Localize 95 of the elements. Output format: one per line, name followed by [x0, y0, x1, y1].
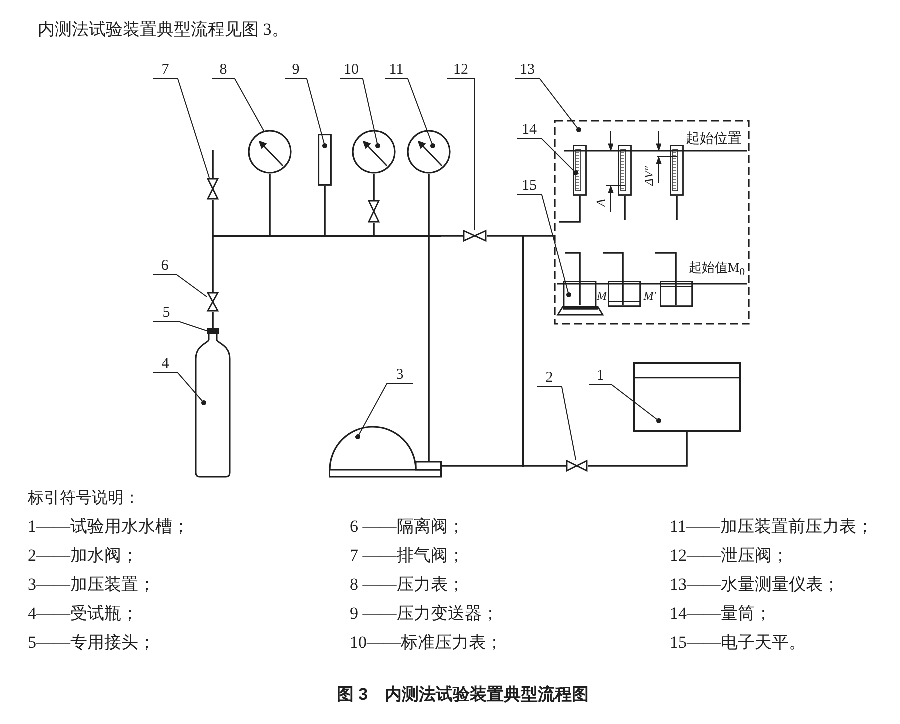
pipe [524, 465, 566, 467]
callout-number: 10 [340, 62, 363, 79]
line-label: 起始值M$_{0}$ [689, 260, 745, 280]
pipe [373, 174, 375, 200]
callout-number: 2 [537, 370, 562, 387]
pump-unit [329, 426, 442, 478]
pressure-gauge [248, 130, 292, 174]
leader-line [152, 372, 206, 406]
pressure-gauge [407, 130, 451, 174]
pipe [212, 237, 214, 292]
key-entry: 13——水量测量仪表； [670, 575, 840, 595]
callout-number: 4 [153, 356, 178, 373]
leader-line [384, 78, 436, 148]
leader-line [514, 78, 582, 132]
leader-line [340, 78, 380, 148]
key-entry: 1——试验用水水槽； [28, 517, 190, 537]
water-tank [633, 362, 741, 432]
key-entry: 10——标准压力表； [350, 633, 503, 653]
leader-line [284, 78, 328, 148]
leader-line [536, 386, 576, 460]
callout-number: 3 [387, 367, 413, 384]
pipe [324, 186, 326, 235]
key-entry: 14——量筒； [670, 604, 772, 624]
pressure-gauge [352, 130, 396, 174]
pipe [442, 465, 522, 467]
pipe [565, 252, 581, 281]
valve-symbol [207, 178, 219, 200]
pipe [624, 196, 626, 220]
leader-line [212, 78, 264, 132]
pipe [559, 196, 581, 223]
callout-number: 1 [589, 368, 612, 385]
valve-symbol [207, 292, 219, 312]
pipe [428, 174, 430, 235]
pipe [524, 235, 554, 237]
callout-number: 13 [515, 62, 540, 79]
graduated-cylinder [670, 145, 684, 196]
leader-line [446, 78, 476, 230]
leader-line [152, 274, 208, 298]
dimension-label: ΔV″ [643, 166, 657, 186]
key-entry: 3——加压装置； [28, 575, 156, 595]
key-heading: 标引符号说明： [28, 490, 140, 508]
pipe [212, 312, 214, 328]
pipe [441, 235, 463, 237]
pipe [588, 432, 688, 467]
key-entry: 15——电子天平。 [670, 633, 806, 653]
callout-number: 9 [285, 62, 307, 79]
leader-line [588, 384, 662, 424]
figure-caption: 图 3 内测法试验装置典型流程图 [336, 685, 590, 705]
pipe [603, 252, 624, 281]
body-text: 内测法试验装置典型流程见图 3。 [38, 20, 289, 40]
pipe [269, 174, 271, 235]
key-entry: 6 ——隔离阀； [350, 517, 465, 537]
leader-line [516, 138, 578, 176]
mass-label: M′ [644, 290, 656, 304]
callout-number: 12 [447, 62, 475, 79]
callout-number: 6 [153, 258, 177, 275]
key-entry: 5——专用接头； [28, 633, 156, 653]
dashed-frame [554, 120, 750, 325]
dimension-label: A [594, 199, 610, 207]
key-entry: 4——受试瓶； [28, 604, 138, 624]
key-entry: 7 ——排气阀； [350, 546, 465, 566]
line-label: 起始位置 [686, 132, 742, 148]
mass-label: M [597, 290, 607, 304]
callout-number: 5 [153, 305, 180, 322]
pipe [212, 150, 214, 178]
key-entry: 9 ——压力变送器； [350, 604, 499, 624]
leader-line [516, 194, 572, 298]
pipe [373, 223, 375, 235]
pipe [428, 237, 430, 462]
graduated-cylinder [573, 145, 587, 196]
leader-line [356, 384, 414, 440]
pipe [487, 235, 522, 237]
callout-number: 11 [385, 62, 408, 79]
valve-symbol [463, 230, 487, 242]
pressure-transmitter [318, 134, 332, 186]
valve-symbol [368, 200, 380, 223]
pipe [676, 196, 678, 220]
key-entry: 2——加水阀； [28, 546, 138, 566]
callout-number: 8 [212, 62, 235, 79]
key-entry: 11——加压装置前压力表； [670, 517, 874, 537]
key-entry: 8 ——压力表； [350, 575, 465, 595]
beaker [608, 281, 641, 307]
leader-line [152, 322, 208, 332]
graduated-cylinder [618, 145, 632, 196]
pipe [655, 252, 677, 281]
pipe [212, 200, 214, 235]
connector-block [207, 328, 219, 334]
callout-number: 7 [153, 62, 178, 79]
callout-number: 15 [517, 178, 542, 195]
valve-symbol [566, 460, 588, 472]
callout-number: 14 [517, 122, 542, 139]
key-entry: 12——泄压阀； [670, 546, 789, 566]
beaker [660, 281, 693, 307]
gas-cylinder [195, 333, 231, 478]
leader-line [152, 78, 210, 178]
